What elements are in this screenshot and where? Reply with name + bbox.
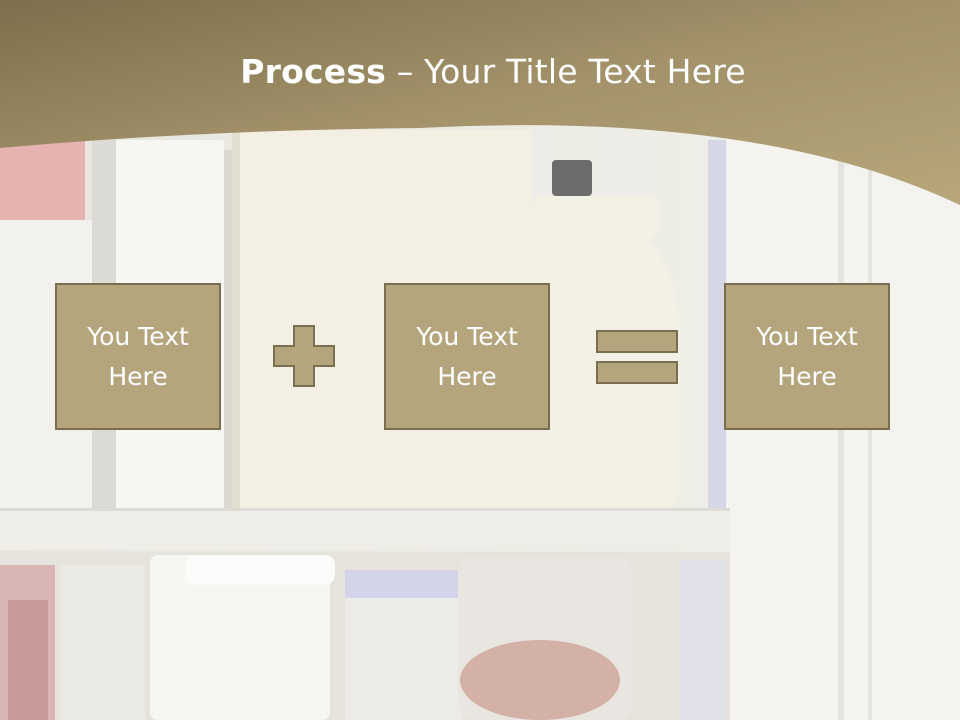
text-box-1-label: You Text Here [87,321,189,391]
slide-title: Process – Your Title Text Here [0,52,960,91]
text-box-2[interactable]: You Text Here [384,283,550,430]
text-box-3-label: You Text Here [756,321,858,391]
text-box-3[interactable]: You Text Here [724,283,890,430]
equals-icon [596,330,678,384]
text-box-1[interactable]: You Text Here [55,283,221,430]
text-box-2-label: You Text Here [416,321,518,391]
title-bold: Process [240,52,387,91]
title-rest: – Your Title Text Here [386,52,746,91]
plus-icon [273,325,335,387]
